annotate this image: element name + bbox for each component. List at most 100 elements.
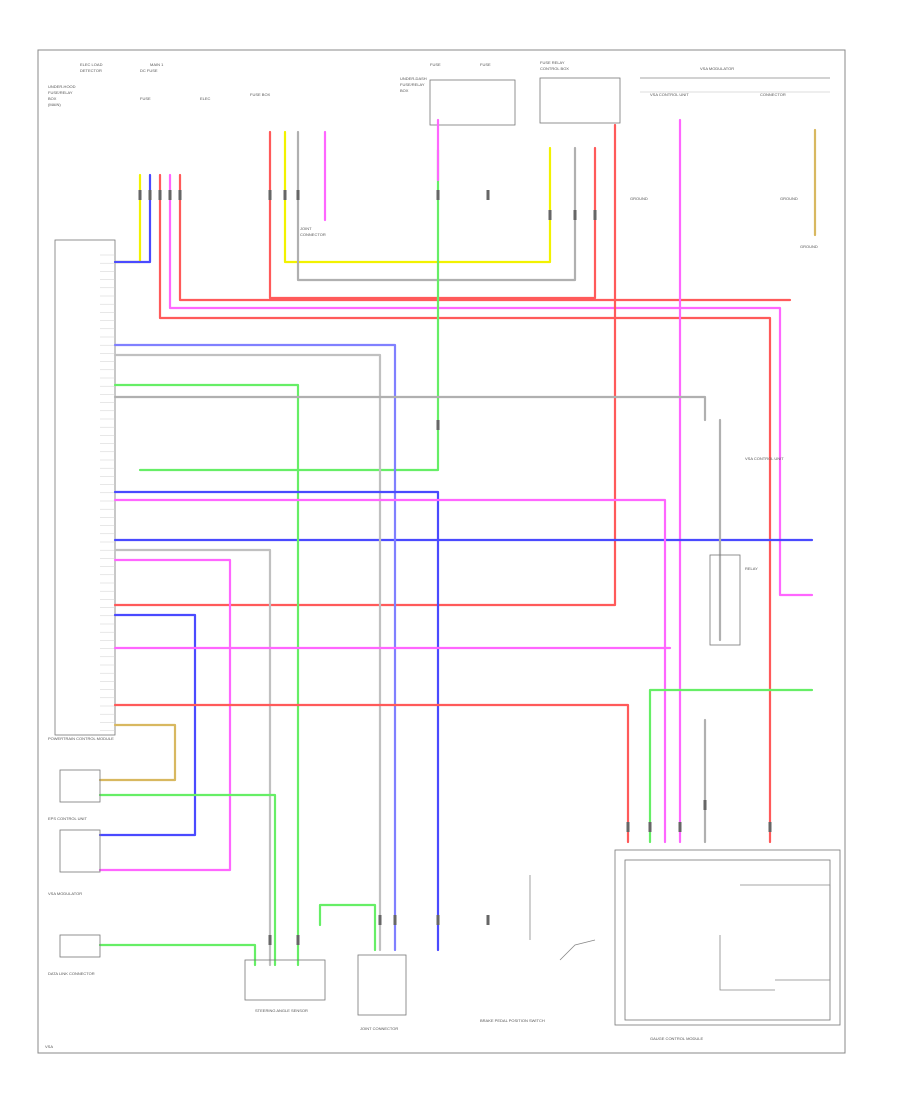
wire-tag	[593, 210, 597, 220]
wire-green-1	[113, 383, 300, 967]
svg-text:GROUND: GROUND	[630, 196, 648, 201]
svg-text:FUSE: FUSE	[430, 62, 441, 67]
svg-text:UNDER-HOOD: UNDER-HOOD	[48, 84, 76, 89]
svg-text:BOX: BOX	[400, 88, 409, 93]
joint-connector-box	[357, 954, 407, 1016]
wire-tag	[768, 822, 772, 832]
svg-text:VSA MODULATOR: VSA MODULATOR	[700, 66, 734, 71]
wire-tag	[148, 190, 152, 200]
svg-text:VSA CONTROL UNIT: VSA CONTROL UNIT	[650, 92, 689, 97]
wire-blue-top	[113, 173, 152, 264]
vsa-control-unit-label: VSA CONTROL UNIT	[745, 456, 784, 461]
wire-tag	[486, 190, 490, 200]
vsa-modulator-label: VSA MODULATOR	[48, 891, 82, 896]
wire-tag	[678, 822, 682, 832]
wire-tan-5	[98, 723, 177, 782]
wire-gray-2	[113, 395, 707, 422]
wire-tag	[436, 190, 440, 200]
svg-text:(MAIN): (MAIN)	[48, 102, 61, 107]
eps-box	[59, 829, 101, 873]
wire-tag	[296, 935, 300, 945]
svg-text:JOINT: JOINT	[300, 226, 312, 231]
svg-text:ELEC LOAD: ELEC LOAD	[80, 62, 103, 67]
wire-tag	[573, 210, 577, 220]
brake-switch-symbol	[559, 939, 596, 961]
svg-text:GROUND: GROUND	[780, 196, 798, 201]
wire-tag	[436, 915, 440, 925]
wire-pink-a	[168, 173, 814, 597]
pcm-label: POWERTRAIN CONTROL MODULE	[48, 736, 114, 741]
eps-label: EPS CONTROL UNIT	[48, 816, 88, 821]
svg-text:UNDER-DASH: UNDER-DASH	[400, 76, 427, 81]
wire-tag	[158, 190, 162, 200]
wire-tag	[168, 190, 172, 200]
gauge-control-inner-box	[624, 859, 831, 1021]
wire-blue-3	[98, 613, 197, 837]
wire-red-c	[268, 130, 597, 300]
wire-red-b	[178, 173, 792, 302]
wire-red-a	[158, 173, 772, 844]
wire-tag	[703, 800, 707, 810]
wires	[98, 118, 817, 967]
wire-green-6	[98, 943, 257, 967]
wire-tag	[393, 915, 397, 925]
wire-tag	[486, 915, 490, 925]
wire-tag	[283, 190, 287, 200]
steering-angle-sensor-label: STEERING ANGLE SENSOR	[255, 1008, 308, 1013]
top-component-labels: ELEC LOAD DETECTOR UNDER-HOOD FUSE/RELAY…	[48, 60, 818, 249]
wire-red-5	[113, 703, 630, 844]
wire-gray-c	[296, 130, 577, 282]
wire-tags	[138, 190, 772, 945]
pcm-box	[59, 769, 101, 803]
diagram-frame	[37, 49, 846, 1054]
wire-yellow-top	[113, 173, 142, 264]
dlc-box	[59, 934, 101, 958]
wire-tag	[626, 822, 630, 832]
wire-tag	[436, 420, 440, 430]
right-relay-box	[709, 554, 741, 646]
svg-text:ELEC: ELEC	[200, 96, 211, 101]
wire-tag	[178, 190, 182, 200]
relay-box-frame	[539, 77, 621, 124]
svg-text:FUSE BOX: FUSE BOX	[250, 92, 271, 97]
dlc-label: DATA LINK CONNECTOR	[48, 971, 95, 976]
gauge-circuit	[740, 884, 831, 981]
wire-pink-2	[113, 498, 667, 844]
svg-text:FUSE: FUSE	[140, 96, 151, 101]
relay-under-dash-label: RELAY	[745, 566, 758, 571]
brake-pedal-switch-label: BRAKE PEDAL POSITION SWITCH	[480, 1018, 545, 1023]
joint-connector-label: JOINT CONNECTOR	[360, 1026, 398, 1031]
svg-text:BOX: BOX	[48, 96, 57, 101]
svg-text:DC FUSE: DC FUSE	[140, 68, 158, 73]
vsa-control-unit-connector	[54, 239, 116, 736]
svg-text:GROUND: GROUND	[800, 244, 818, 249]
gauge-control-box	[614, 849, 841, 1026]
wire-tag	[138, 190, 142, 200]
wire-tag	[268, 190, 272, 200]
wire-gray-3	[113, 548, 272, 967]
steering-angle-sensor-box	[244, 959, 326, 1001]
fuse-box-a-frame	[429, 79, 516, 126]
footer-page-ref: VSA	[45, 1044, 53, 1049]
wire-tag	[296, 190, 300, 200]
wire-pink-3	[98, 558, 232, 872]
gauge-control-label: GAUGE CONTROL MODULE	[650, 1036, 704, 1041]
wire-tag	[548, 210, 552, 220]
svg-text:CONNECTOR: CONNECTOR	[760, 92, 786, 97]
wire-green-center	[138, 148, 440, 472]
wire-tag	[378, 915, 382, 925]
svg-text:FUSE: FUSE	[480, 62, 491, 67]
svg-text:FUSE/RELAY: FUSE/RELAY	[400, 82, 425, 87]
svg-text:CONTROL BOX: CONTROL BOX	[540, 66, 569, 71]
svg-text:MAIN 1: MAIN 1	[150, 62, 164, 67]
wire-tag	[268, 935, 272, 945]
wire-green-5	[98, 793, 277, 967]
wire-green-8	[318, 903, 377, 952]
svg-text:FUSE/RELAY: FUSE/RELAY	[48, 90, 73, 95]
connector-pin-labels	[100, 254, 115, 731]
svg-text:FUSE RELAY: FUSE RELAY	[540, 60, 565, 65]
wire-blue-2	[113, 490, 440, 952]
wire-red-relay	[113, 123, 617, 607]
wire-blue-1	[113, 343, 397, 952]
